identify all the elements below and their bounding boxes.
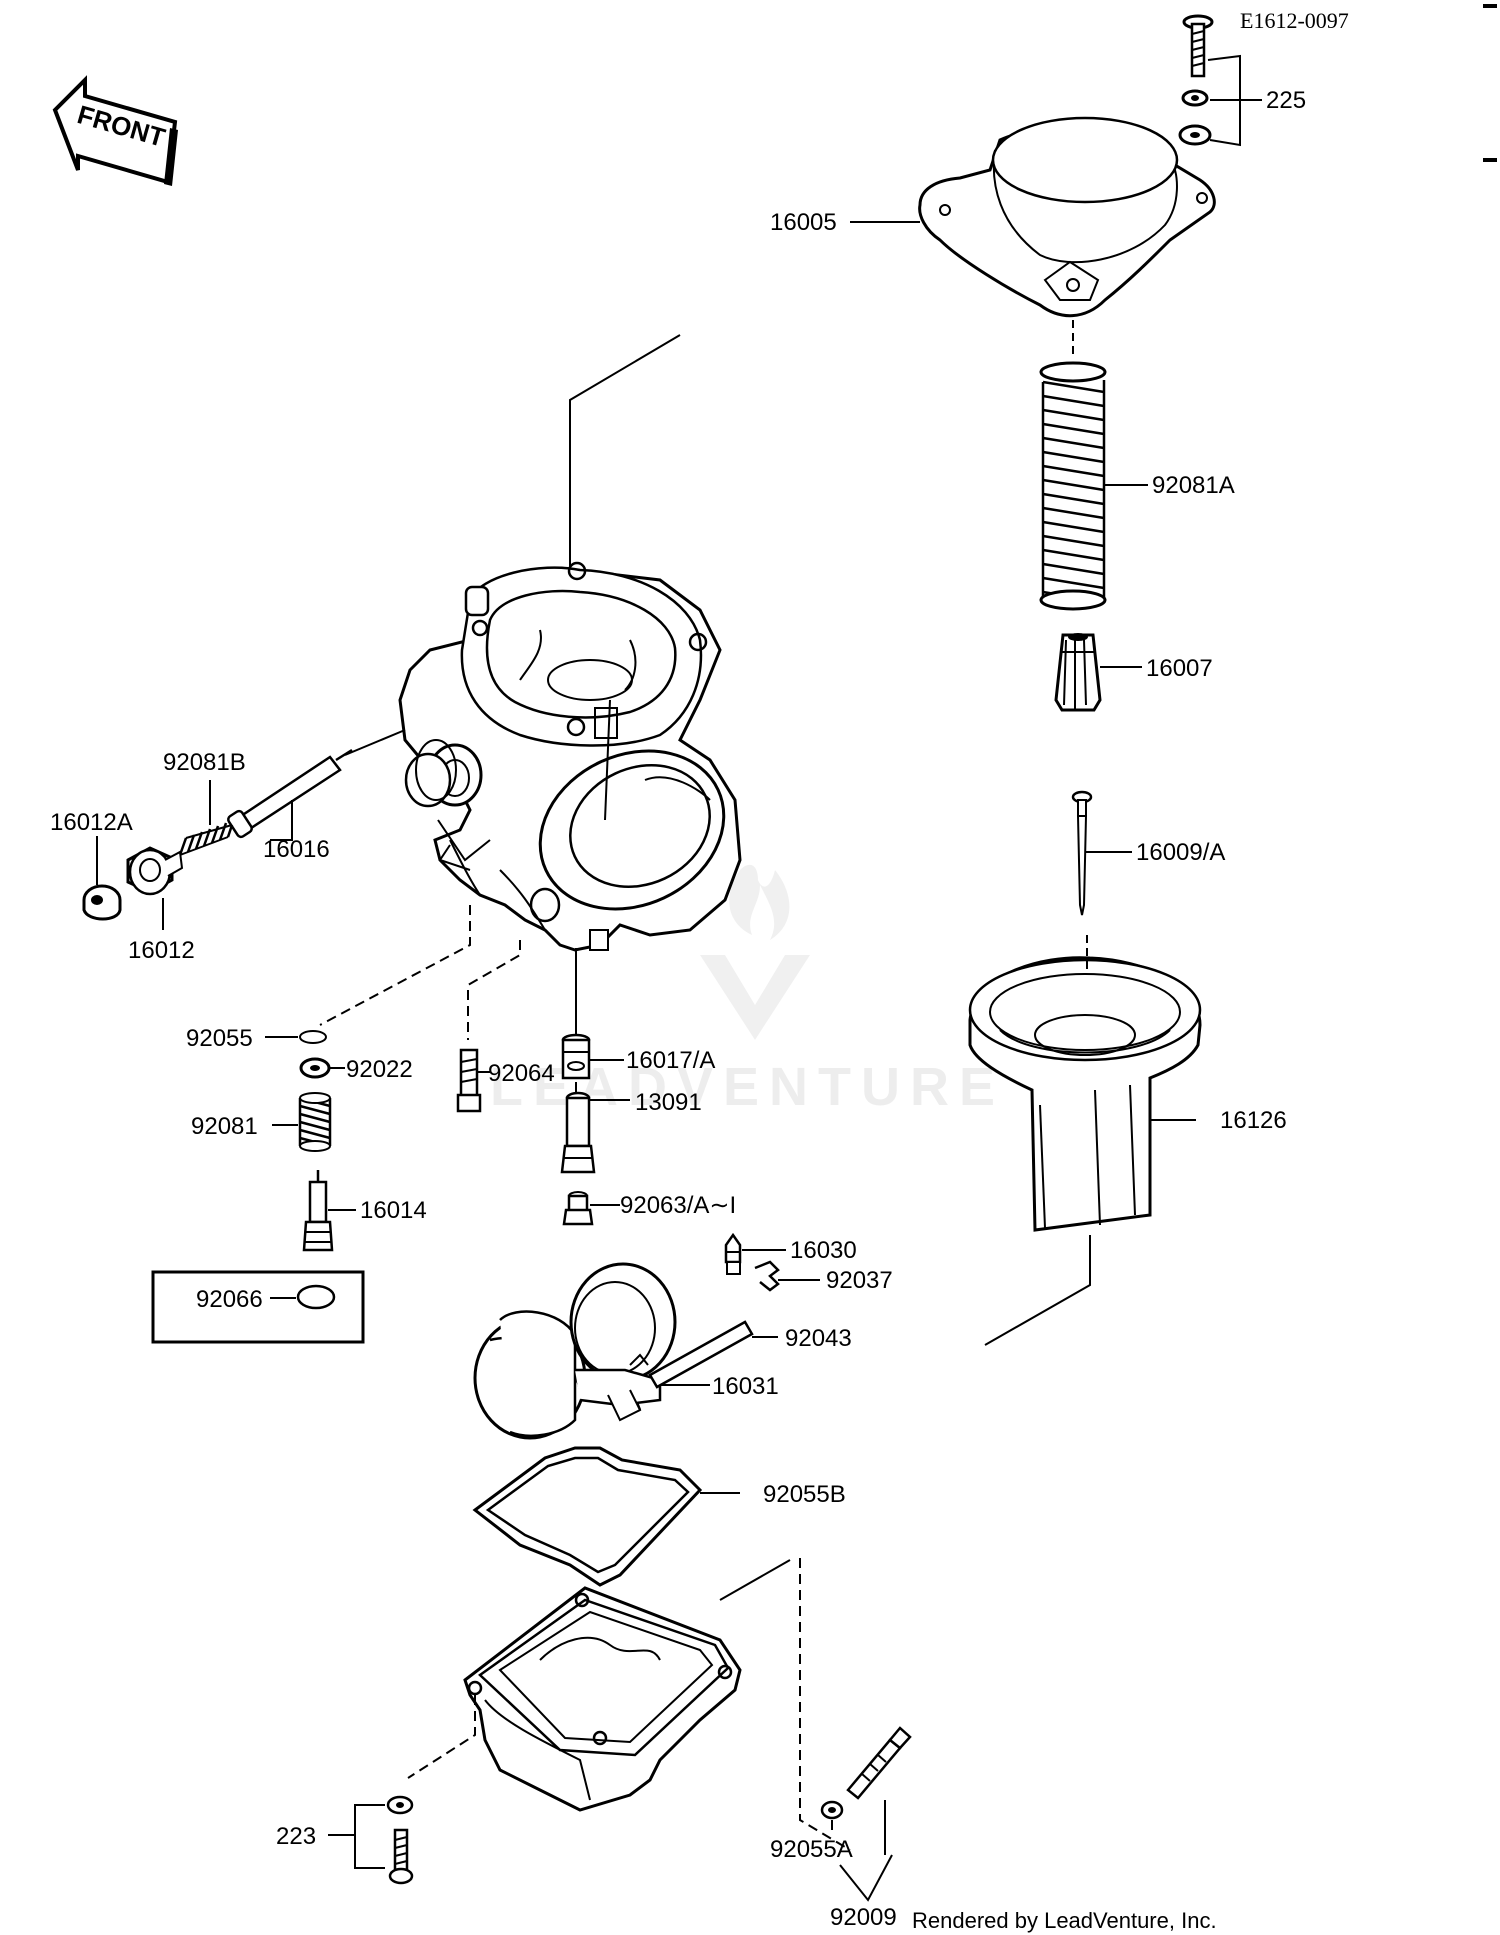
bowl-screws-223 [386, 1795, 414, 1885]
label-92037: 92037 [826, 1267, 893, 1294]
label-92081A: 92081A [1152, 472, 1235, 499]
label-92055B: 92055B [763, 1481, 846, 1508]
drain-screw-92009 [846, 1726, 912, 1800]
label-16016: 16016 [263, 836, 330, 863]
spring-92081A [1039, 361, 1107, 611]
vacuum-piston-16126 [968, 956, 1202, 1232]
carburetor-body [398, 561, 742, 952]
credit-text: Rendered by LeadVenture, Inc. [912, 1908, 1217, 1933]
box-92066 [151, 1270, 365, 1344]
starter-plunger-16014 [302, 1170, 334, 1252]
label-16014: 16014 [360, 1197, 427, 1224]
label-16017A: 16017/A [626, 1047, 715, 1074]
top-cover-16005 [918, 116, 1216, 318]
front-arrow: FRONT [52, 75, 178, 186]
o-ring-92055 [299, 1030, 327, 1044]
label-92009: 92009 [830, 1904, 897, 1931]
washer-92022 [299, 1057, 331, 1079]
label-16007: 16007 [1146, 655, 1213, 682]
corner-mark-side [1483, 158, 1497, 162]
label-16012A: 16012A [50, 809, 133, 836]
label-92043: 92043 [785, 1325, 852, 1352]
label-92055: 92055 [186, 1025, 253, 1052]
spring-92081B [178, 822, 234, 856]
cap-16012A [82, 884, 122, 921]
needle-holder-16007 [1054, 633, 1102, 712]
label-13091: 13091 [635, 1089, 702, 1116]
corner-mark-top [1483, 4, 1497, 8]
label-16009A: 16009/A [1136, 839, 1225, 866]
float-valve-16030 [724, 1232, 742, 1275]
label-92066: 92066 [196, 1286, 263, 1313]
o-ring-92055A [820, 1800, 844, 1820]
label-16030: 16030 [790, 1237, 857, 1264]
jet-needle-16009A [1071, 790, 1093, 916]
label-92022: 92022 [346, 1056, 413, 1083]
label-92055A: 92055A [770, 1836, 853, 1863]
diagram-code: E1612-0097 [1240, 8, 1349, 33]
label-16031: 16031 [712, 1373, 779, 1400]
float-16031 [473, 1262, 677, 1440]
float-pin-92043 [648, 1320, 754, 1389]
pilot-screw-plug-16012 [126, 846, 184, 896]
label-223: 223 [276, 1823, 316, 1850]
pilot-jet-92064 [456, 1048, 482, 1113]
float-bowl [463, 1586, 742, 1812]
label-16012: 16012 [128, 937, 195, 964]
main-jet-92063 [562, 1191, 594, 1226]
pilot-screw-16016 [227, 748, 353, 839]
label-225: 225 [1266, 87, 1306, 114]
label-92081: 92081 [191, 1113, 258, 1140]
screw-225 [1178, 14, 1214, 146]
label-92081B: 92081B [163, 749, 246, 776]
clip-92037 [754, 1260, 780, 1292]
bleed-pipe-13091 [560, 1061, 596, 1174]
label-16126: 16126 [1220, 1107, 1287, 1134]
spring-92081 [298, 1092, 332, 1152]
needle-jet-16017A [561, 1033, 591, 1080]
label-16005: 16005 [770, 209, 837, 236]
label-92064: 92064 [488, 1060, 555, 1087]
gasket-92055B [472, 1446, 703, 1587]
label-92063: 92063/A∼I [620, 1192, 736, 1219]
